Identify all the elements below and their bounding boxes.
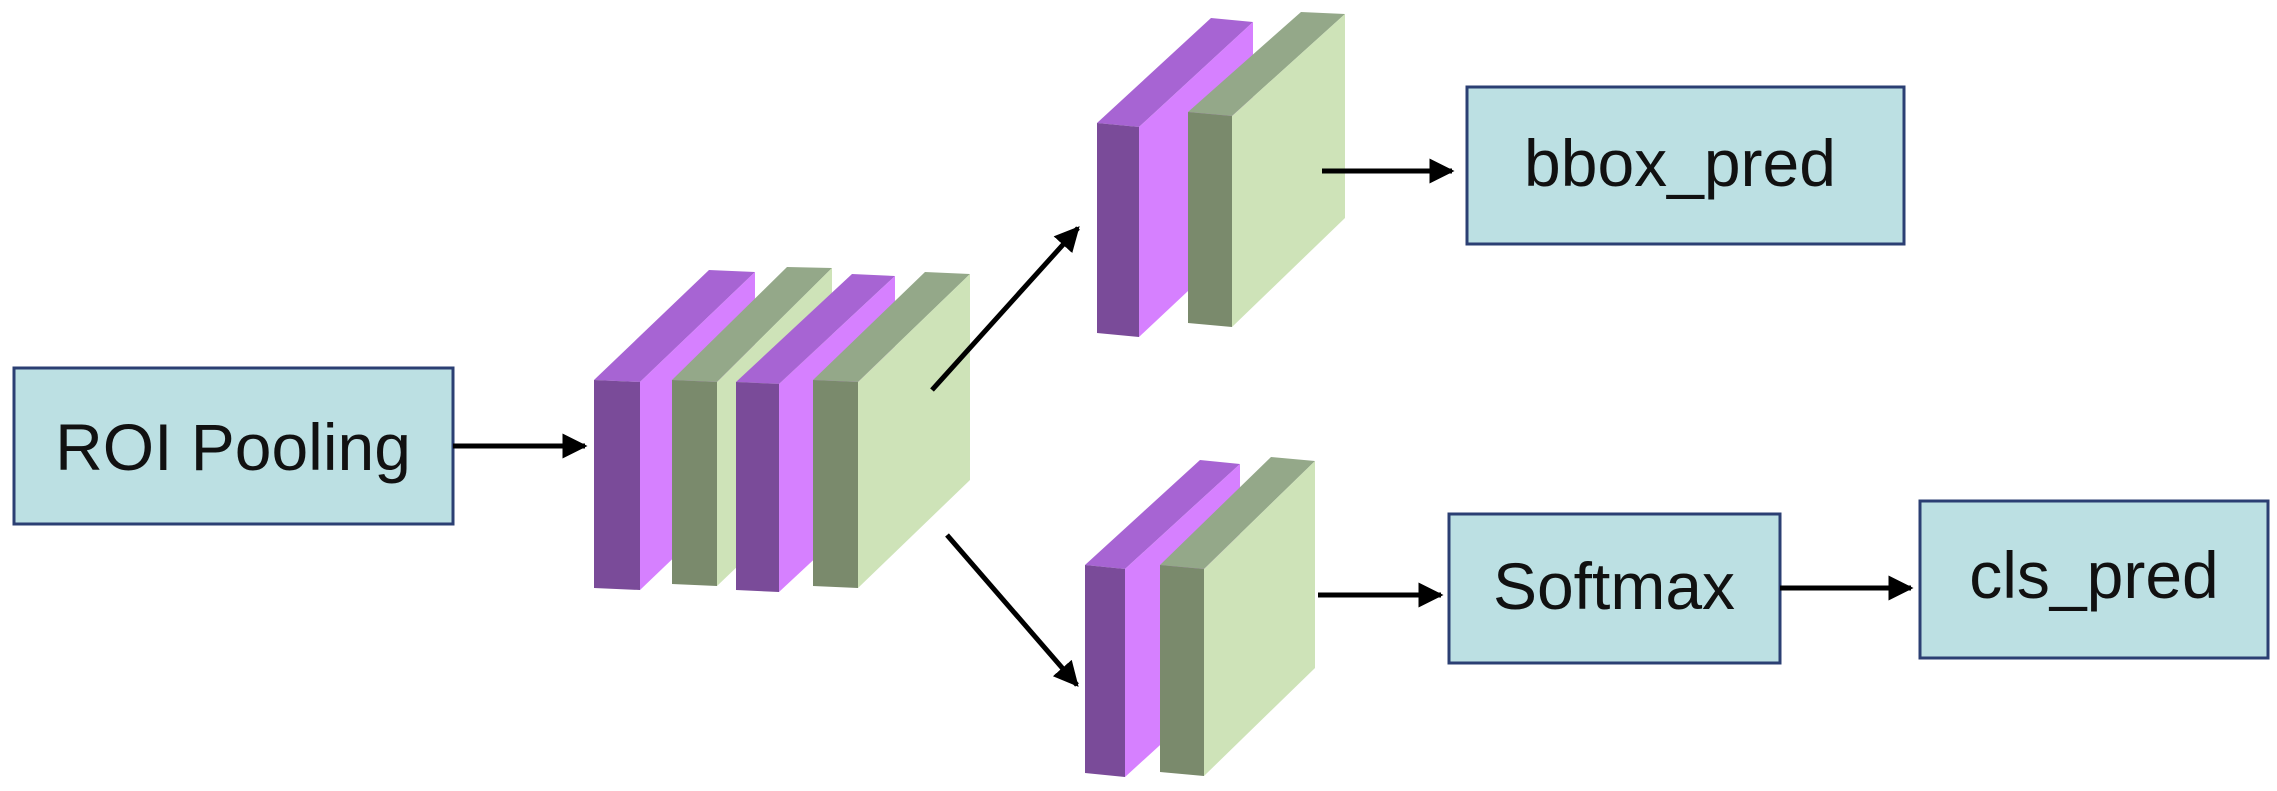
roi-pooling-box (12, 366, 455, 526)
bottom-layer-stack (1085, 457, 1315, 777)
softmax-label: Softmax (1493, 549, 1735, 623)
main-layer-stack (594, 267, 970, 592)
cls-pred-box (1918, 499, 2270, 660)
cls-pred-node: cls_pred (1918, 499, 2270, 660)
cls-pred-label: cls_pred (1969, 538, 2218, 612)
bbox-pred-box (1465, 85, 1906, 246)
bottom-layer-2-green (1160, 457, 1315, 776)
top-layer-2-green (1188, 12, 1345, 327)
bbox-pred-node: bbox_pred (1465, 85, 1906, 246)
softmax-box (1447, 512, 1782, 665)
bbox-pred-label: bbox_pred (1524, 126, 1836, 200)
softmax-node: Softmax (1447, 512, 1782, 665)
arrow-stack-to-top-branch (930, 226, 1080, 392)
roi-pooling-node: ROI Pooling (12, 366, 455, 526)
top-layer-stack (1097, 12, 1345, 337)
arrow-stack-to-bottom-branch (945, 533, 1079, 687)
main-layer-4-green (813, 272, 970, 588)
roi-pooling-label: ROI Pooling (55, 410, 411, 484)
